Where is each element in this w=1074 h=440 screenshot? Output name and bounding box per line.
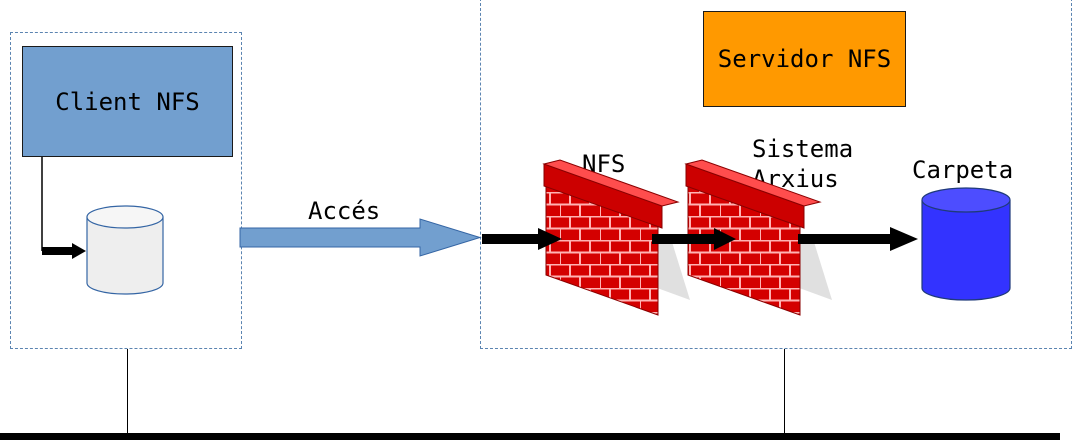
client-arrow-icon xyxy=(42,243,86,259)
server-nfs-box: Servidor NFS xyxy=(703,11,906,107)
nfs-firewall-icon xyxy=(542,159,690,316)
folder-label: Carpeta xyxy=(912,156,1014,184)
network-bus xyxy=(0,433,1060,440)
folder-cylinder-icon xyxy=(921,187,1011,301)
filesystem-label-line1: Sistema xyxy=(752,135,854,163)
access-arrow-icon xyxy=(239,218,482,257)
flow-arrow-2-icon xyxy=(652,228,736,250)
filesystem-firewall-icon xyxy=(684,159,832,316)
flow-arrow-1-icon xyxy=(482,228,562,250)
server-zone xyxy=(480,0,1072,349)
client-storage-cylinder-icon xyxy=(86,205,164,295)
client-nfs-label: Client NFS xyxy=(55,87,200,116)
server-nfs-label: Servidor NFS xyxy=(717,45,892,73)
client-nfs-box: Client NFS xyxy=(22,46,233,157)
client-zone xyxy=(10,32,242,349)
server-bus-connector xyxy=(784,349,785,434)
client-bus-connector xyxy=(127,349,128,434)
flow-arrow-3-icon xyxy=(798,227,918,251)
access-label: Accés xyxy=(308,197,381,225)
